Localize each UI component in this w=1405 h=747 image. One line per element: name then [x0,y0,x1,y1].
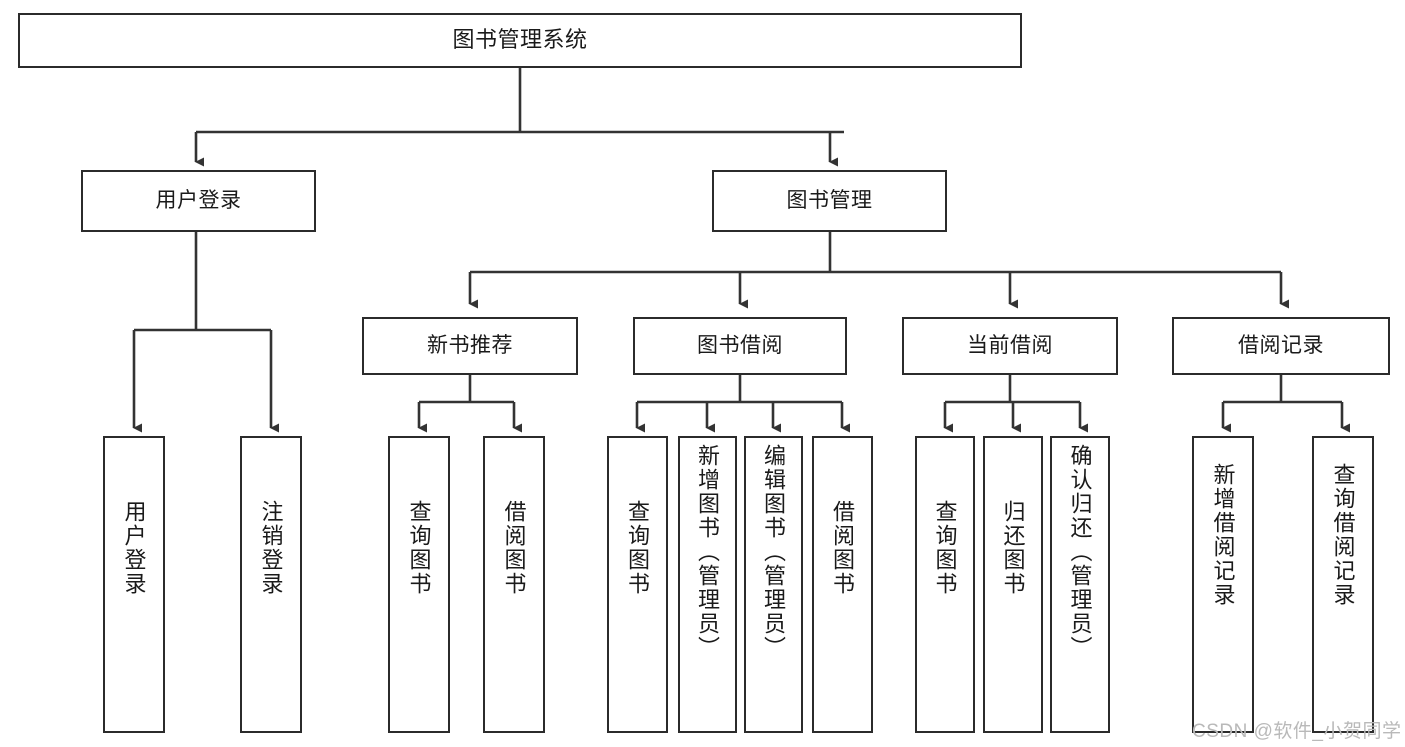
node-label: 用户登录 [155,189,242,213]
node-label: 图书管理系统 [452,27,588,53]
node-label: 注销登录 [258,500,284,596]
node-label: 归还图书 [1000,500,1026,596]
node-label: 当前借阅 [967,334,1053,358]
node-label: 查询借阅记录 [1330,463,1356,607]
node-label: 查询图书 [406,500,432,596]
leaf-user-login-logout[interactable]: 注销登录 [240,436,302,733]
node-label: 借阅图书 [830,500,856,596]
leaf-records-add-record[interactable]: 新增借阅记录 [1192,436,1254,733]
node-book-management[interactable]: 图书管理 [712,170,947,232]
node-label: 借阅图书 [501,500,527,596]
csdn-watermark: CSDN @软件_小贺同学 [1192,721,1402,742]
node-label: 用户登录 [121,500,147,596]
node-borrow-records[interactable]: 借阅记录 [1172,317,1390,375]
node-label: 借阅记录 [1238,334,1324,358]
leaf-borrow-add-book-admin[interactable]: 新增图书（管理员） [678,436,737,733]
node-label: 编辑图书（管理员） [761,444,787,660]
leaf-current-return-book[interactable]: 归还图书 [983,436,1043,733]
leaf-borrow-edit-book-admin[interactable]: 编辑图书（管理员） [744,436,803,733]
node-root-system[interactable]: 图书管理系统 [18,13,1022,68]
node-user-login[interactable]: 用户登录 [81,170,316,232]
leaf-records-query-record[interactable]: 查询借阅记录 [1312,436,1374,733]
leaf-new-book-borrow[interactable]: 借阅图书 [483,436,545,733]
node-label: 查询图书 [625,500,651,596]
node-book-borrow[interactable]: 图书借阅 [633,317,847,375]
node-current-borrow[interactable]: 当前借阅 [902,317,1118,375]
leaf-borrow-query-book[interactable]: 查询图书 [607,436,668,733]
node-label: 新书推荐 [427,334,513,358]
leaf-borrow-borrow-book[interactable]: 借阅图书 [812,436,873,733]
leaf-current-query-book[interactable]: 查询图书 [915,436,975,733]
node-label: 新增图书（管理员） [695,444,721,660]
leaf-current-confirm-return-admin[interactable]: 确认归还（管理员） [1050,436,1110,733]
node-label: 查询图书 [932,500,958,596]
leaf-new-book-query[interactable]: 查询图书 [388,436,450,733]
node-label: 图书借阅 [697,334,783,358]
node-label: 确认归还（管理员） [1067,444,1093,660]
node-new-book-recommend[interactable]: 新书推荐 [362,317,578,375]
leaf-user-login-login[interactable]: 用户登录 [103,436,165,733]
node-label: 图书管理 [786,189,873,213]
node-label: 新增借阅记录 [1210,463,1236,607]
